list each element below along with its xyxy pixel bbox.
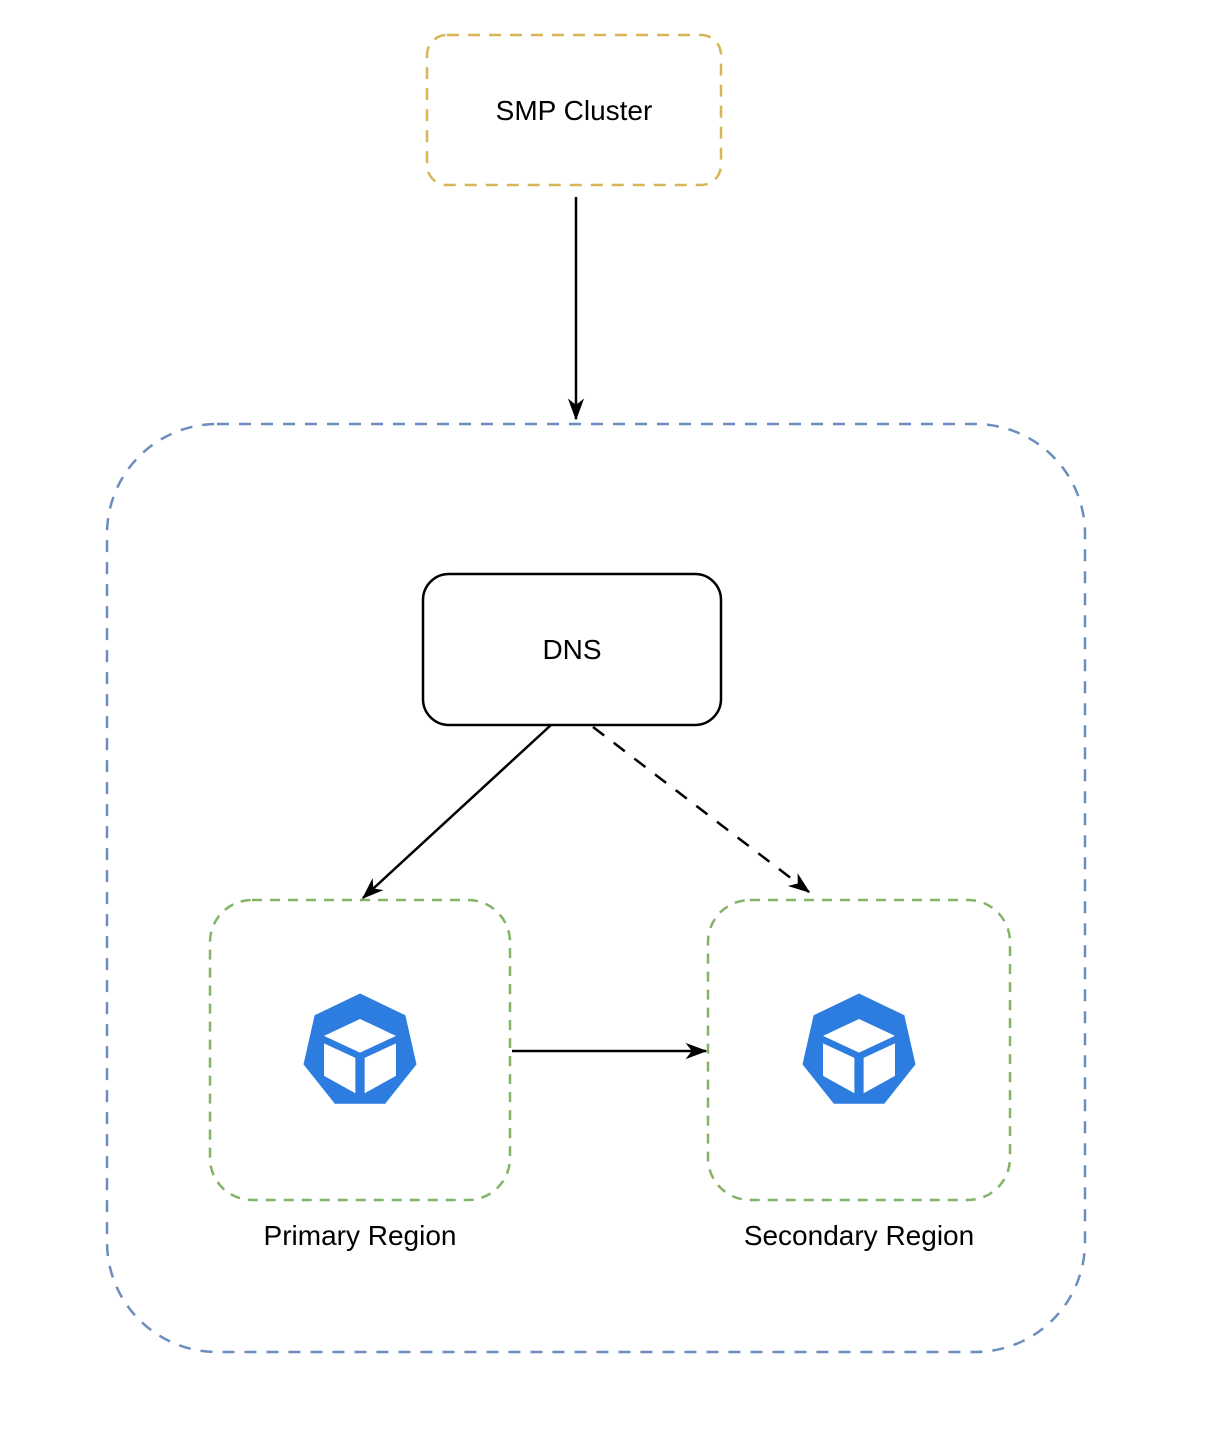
outer-container-box (105, 422, 1087, 1354)
secondary-region-box (706, 898, 1012, 1202)
primary-region-box (208, 898, 512, 1202)
edge-dns-to-primary (361, 724, 552, 899)
smp-cluster-label: SMP Cluster (495, 95, 653, 127)
secondary-region-label: Secondary Region (743, 1220, 975, 1252)
cluster-cube-icon (802, 993, 916, 1104)
primary-region-label: Primary Region (263, 1220, 457, 1252)
edge-dns-to-secondary (592, 726, 811, 893)
dns-box (421, 572, 723, 727)
cluster-cube-icon (303, 993, 417, 1104)
dns-label: DNS (542, 634, 602, 666)
smp-cluster-box (425, 33, 723, 187)
